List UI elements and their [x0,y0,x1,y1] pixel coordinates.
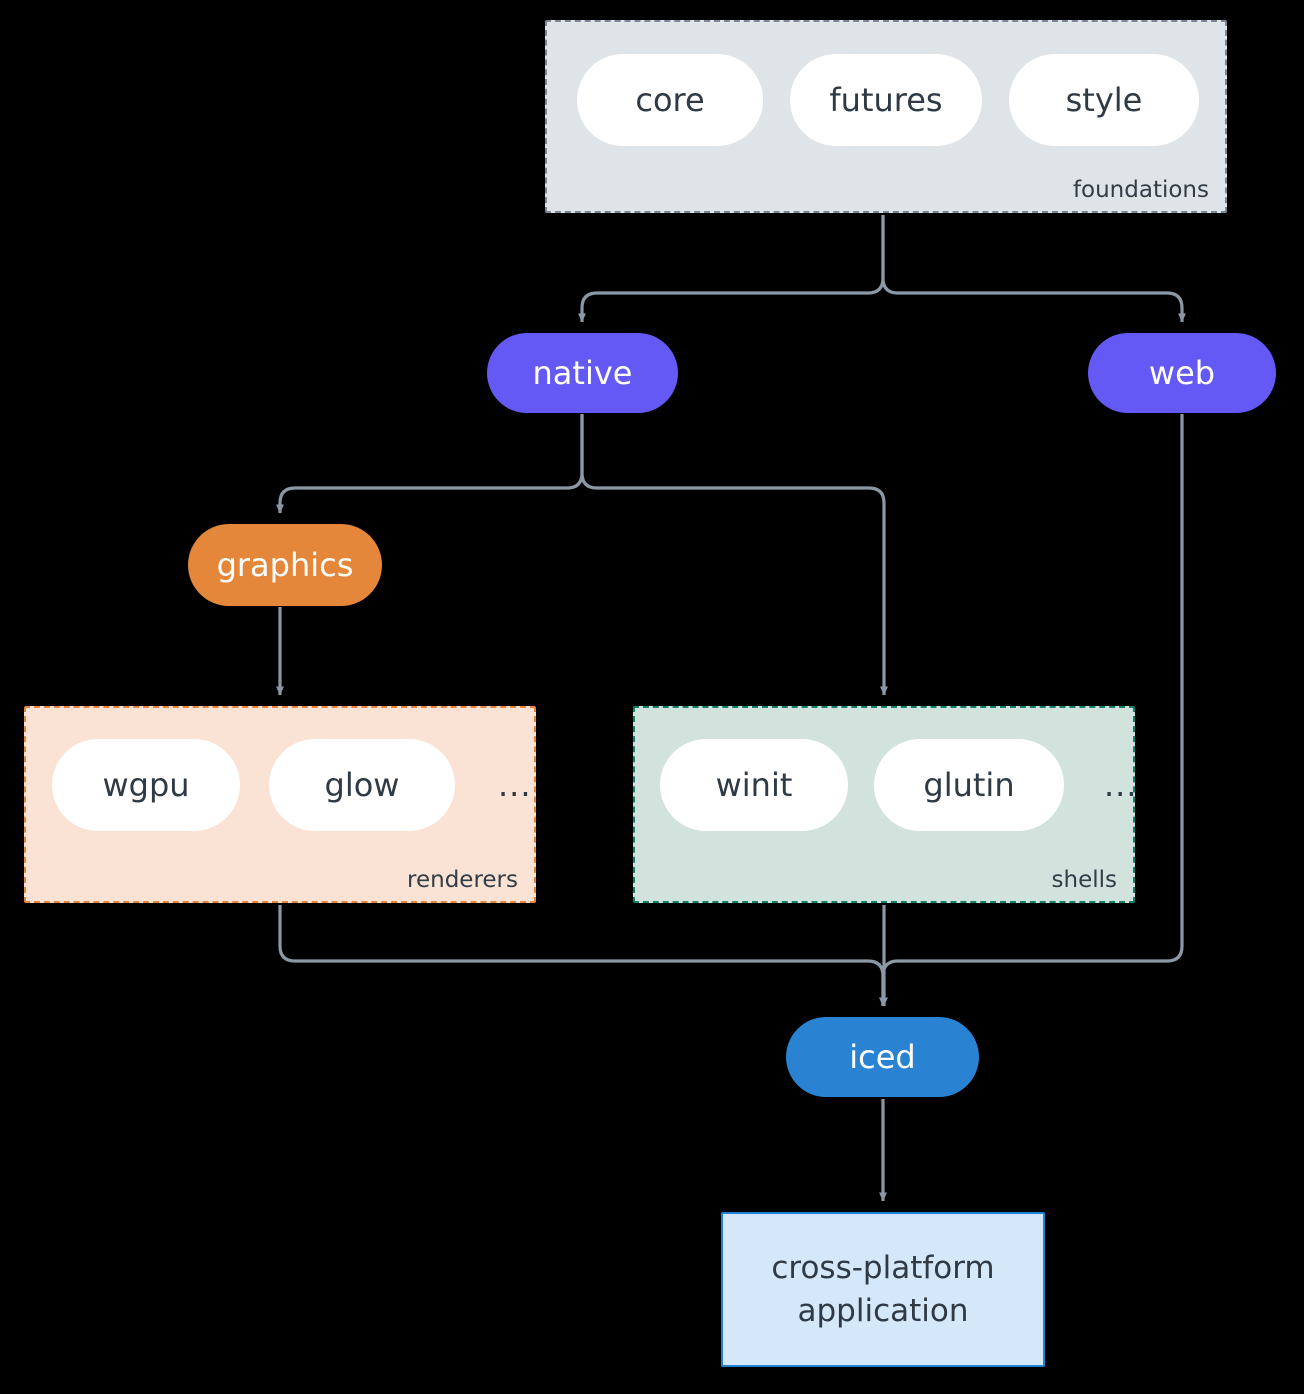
pill-glutin[interactable]: glutin [874,739,1064,831]
renderers-overflow-ellipsis: ... [498,766,532,804]
shells-overflow-ellipsis: ... [1104,766,1138,804]
pill-core[interactable]: core [577,54,763,146]
group-foundations: core futures style foundations [545,20,1227,213]
group-label-shells: shells [1051,867,1117,893]
shells-members: winit glutin ... [660,739,1138,831]
edge-foundations-to-native [578,215,885,323]
pill-winit[interactable]: winit [660,739,848,831]
node-iced[interactable]: iced [786,1017,979,1097]
node-cross-platform-application[interactable]: cross-platform application [721,1212,1045,1367]
group-shells: winit glutin ... shells [633,706,1138,903]
edge-native-to-graphics [276,414,584,514]
pill-glow[interactable]: glow [269,739,455,831]
node-graphics[interactable]: graphics [188,524,382,606]
group-label-foundations: foundations [1072,177,1209,203]
pill-style[interactable]: style [1009,54,1199,146]
application-label-line1: cross-platform [771,1249,995,1286]
node-web[interactable]: web [1088,333,1276,413]
group-renderers: wgpu glow ... renderers [24,706,536,903]
pill-wgpu[interactable]: wgpu [52,739,240,831]
group-label-renderers: renderers [407,867,518,893]
node-native[interactable]: native [487,333,678,413]
edge-native-to-shells [580,414,888,696]
edge-foundations-to-web [881,215,1186,323]
edge-renderers-to-iced [278,905,887,1007]
foundations-members: core futures style [577,54,1199,146]
pill-futures[interactable]: futures [790,54,982,146]
renderers-members: wgpu glow ... [52,739,532,831]
application-label-line2: application [797,1292,969,1329]
